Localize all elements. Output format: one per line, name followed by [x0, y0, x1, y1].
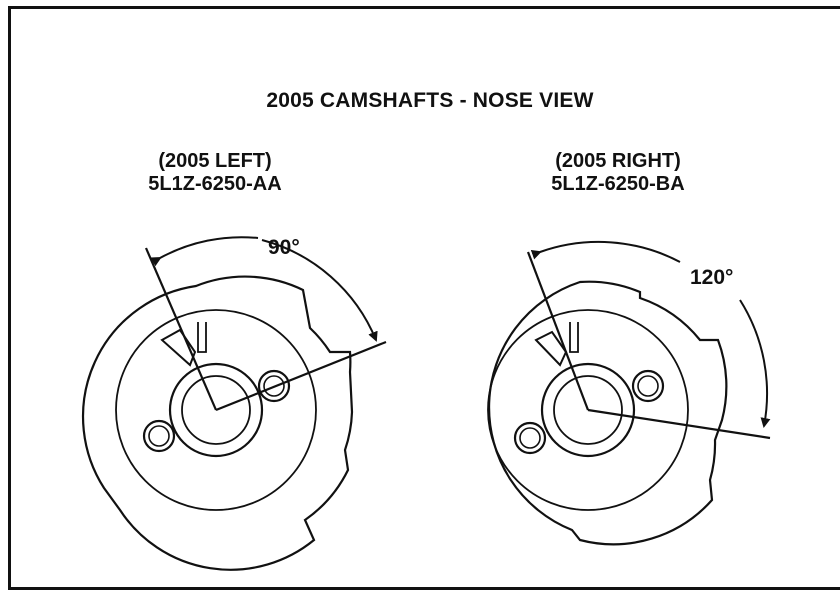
diagram-frame — [8, 6, 840, 590]
left-reference-line-angled — [215, 340, 387, 412]
right-camshaft-side: (2005 RIGHT) — [555, 150, 681, 172]
left-cam-timing-slot — [160, 328, 197, 367]
right-reference-line-angled — [587, 408, 771, 440]
right-angle-label: 120° — [690, 266, 734, 289]
right-cam-key-groove — [569, 322, 579, 353]
right-cam-bolt-hole-inner — [519, 427, 541, 449]
left-angle-label: 90° — [268, 236, 300, 259]
right-angle-arc-start — [530, 240, 681, 263]
left-angle-arc-arrow — [261, 239, 378, 342]
right-reference-line-vertical — [526, 251, 590, 411]
right-camshaft-label: (2005 RIGHT) 5L1Z-6250-BA — [508, 150, 728, 196]
left-camshaft-label: (2005 LEFT) 5L1Z-6250-AA — [105, 150, 325, 196]
left-cam-hub-inner — [181, 375, 251, 445]
left-camshaft-part-number: 5L1Z-6250-AA — [148, 173, 282, 195]
left-cam-key-groove — [197, 322, 207, 353]
left-cam-outer-profile — [81, 275, 354, 571]
right-camshaft-part-number: 5L1Z-6250-BA — [551, 173, 685, 195]
left-angle-arc-start — [150, 236, 259, 267]
left-cam-bolt-hole-inner — [148, 425, 170, 447]
right-camshaft-nose — [487, 240, 771, 546]
left-cam-inner-ring — [115, 309, 317, 511]
diagram-title: 2005 CAMSHAFTS - NOSE VIEW — [266, 89, 594, 112]
right-angle-arc-arrow — [739, 299, 771, 428]
left-cam-dowel-hole — [257, 369, 291, 403]
right-cam-inner-ring — [487, 309, 689, 511]
left-cam-dowel-hole-inner — [263, 375, 285, 397]
right-cam-bolt-hole — [513, 421, 547, 455]
right-cam-hub-outer — [540, 362, 636, 458]
left-camshaft-nose — [81, 236, 387, 571]
left-cam-bolt-hole — [142, 419, 176, 453]
right-cam-dowel-hole-inner — [637, 375, 659, 397]
left-reference-line-vertical — [144, 247, 218, 411]
right-cam-dowel-hole — [631, 369, 665, 403]
left-camshaft-side: (2005 LEFT) — [158, 150, 272, 172]
right-cam-hub-inner — [553, 375, 623, 445]
right-cam-timing-slot — [534, 330, 568, 367]
left-cam-hub-outer — [168, 362, 264, 458]
